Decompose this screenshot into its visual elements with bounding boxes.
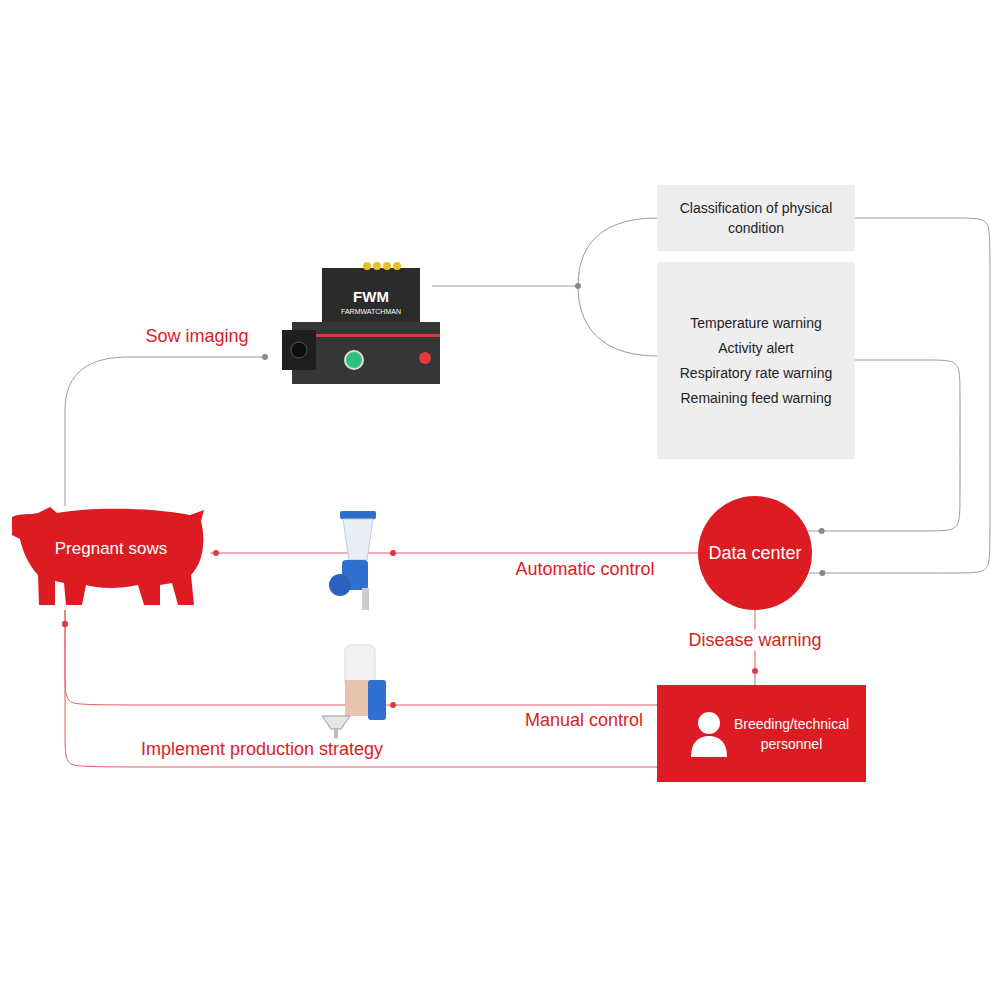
feeder-motor xyxy=(342,560,368,590)
automatic-feeder xyxy=(329,511,376,610)
edge-label: Disease warning xyxy=(685,630,824,651)
person-head xyxy=(698,712,720,734)
data-center-circle: Data center xyxy=(698,496,812,610)
device-base xyxy=(292,322,440,384)
antenna-knob xyxy=(393,262,401,270)
info-box: Classification of physical condition xyxy=(657,185,855,251)
edge-label: Automatic control xyxy=(512,559,657,580)
camera-block xyxy=(282,330,316,370)
feeder-funnel xyxy=(322,716,350,729)
connector-dot xyxy=(390,702,396,708)
node-text: Data center xyxy=(708,543,801,564)
camera-device xyxy=(282,262,440,384)
device-logo: FWM xyxy=(353,288,389,305)
connector xyxy=(210,553,698,554)
node-text: Classification of physical condition xyxy=(676,198,836,238)
feeder-bottle xyxy=(345,645,375,690)
feeder-pipe xyxy=(362,588,369,610)
leader-line xyxy=(65,357,265,506)
connector-dot xyxy=(62,621,68,627)
node-text: Pregnant sows xyxy=(55,539,167,559)
bracket-line xyxy=(578,218,657,356)
feeder-bar xyxy=(340,511,376,519)
status-light xyxy=(419,352,431,364)
warning-box: Temperature warningActivity alertRespira… xyxy=(657,262,855,459)
node-text: Remaining feed warning xyxy=(681,386,832,411)
antenna-knob xyxy=(363,262,371,270)
antenna-knob xyxy=(383,262,391,270)
connector-dot xyxy=(213,550,219,556)
connector xyxy=(65,610,657,705)
circle-fill xyxy=(698,496,812,610)
person-icon xyxy=(689,711,729,757)
junction-dot xyxy=(575,283,581,289)
device-stripe xyxy=(292,334,440,337)
antenna-knob xyxy=(373,262,381,270)
connector-dot xyxy=(819,528,825,534)
edge-label: Manual control xyxy=(522,710,646,731)
node-text: Temperature warning xyxy=(690,311,822,336)
pig-body xyxy=(12,507,204,605)
sow-silhouette: Pregnant sows xyxy=(10,505,210,610)
node-text: Activity alert xyxy=(718,336,793,361)
feeder-bottle xyxy=(345,680,375,716)
step-label: Sow imaging xyxy=(145,326,248,347)
person-body xyxy=(691,736,727,757)
edge-label: Implement production strategy xyxy=(138,739,386,760)
feeder-hopper xyxy=(343,519,373,560)
feeder-motor xyxy=(329,574,351,596)
feeder-pump xyxy=(368,680,386,720)
manual-feeder xyxy=(322,645,386,740)
connector-dot xyxy=(390,550,396,556)
leader-line xyxy=(432,286,578,287)
node-text: Breeding/technical personnel xyxy=(724,714,859,754)
status-light xyxy=(345,351,363,369)
connector xyxy=(65,610,657,767)
camera-lens xyxy=(291,342,307,358)
connector-dot xyxy=(819,570,825,576)
node-text: Respiratory rate warning xyxy=(680,361,833,386)
device-brand: FARMWATCHMAN xyxy=(341,308,401,315)
junction-dot xyxy=(262,354,268,360)
connector-dot xyxy=(752,668,758,674)
personnel-box: Breeding/technical personnel xyxy=(657,685,866,782)
connector-dot xyxy=(62,621,68,627)
device-housing xyxy=(322,268,420,330)
